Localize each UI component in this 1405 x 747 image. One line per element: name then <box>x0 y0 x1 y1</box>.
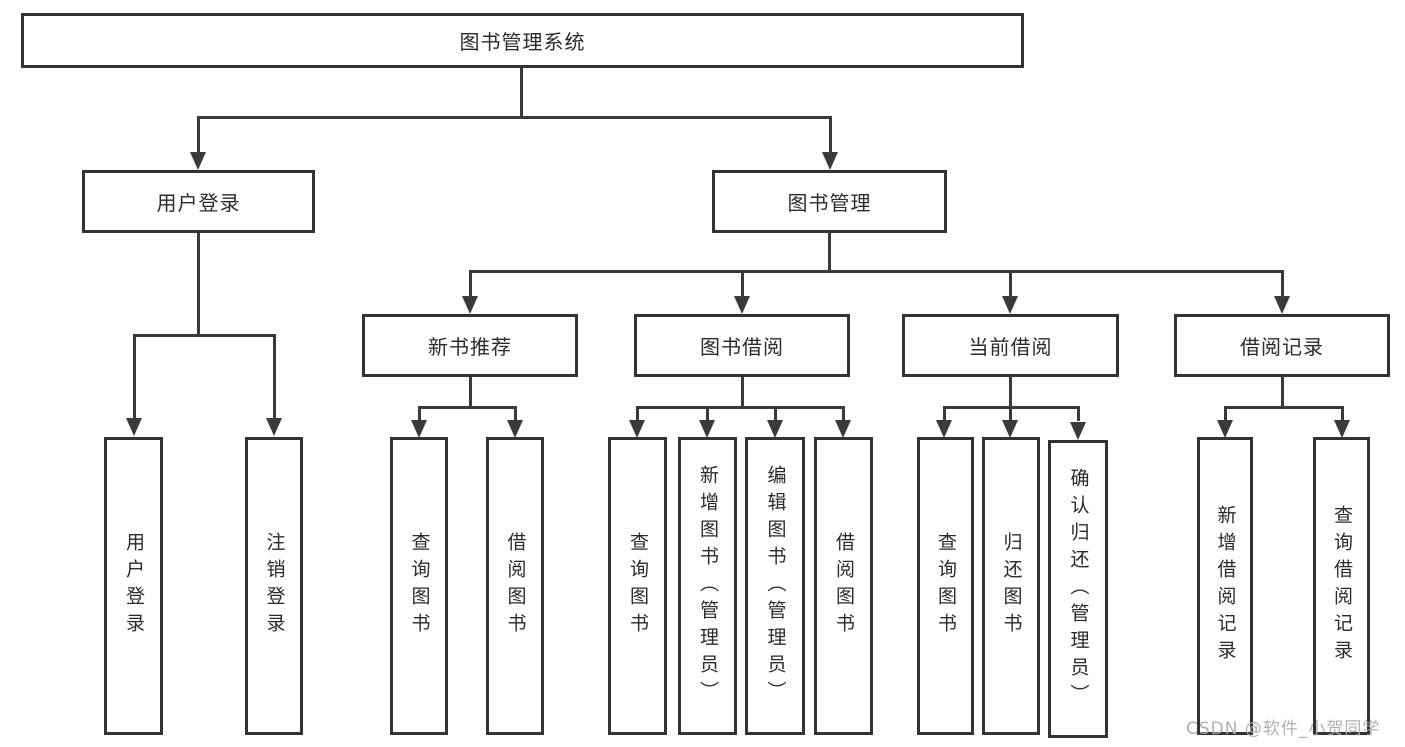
leaf-logout: 注销登录 <box>245 437 303 735</box>
node-borrow-records-label: 借阅记录 <box>1240 335 1324 359</box>
arrow-down-icon <box>767 420 783 438</box>
leaf-query-books-current: 查询图书 <box>917 437 974 735</box>
connector-line <box>1077 406 1080 421</box>
arrow-down-icon <box>1334 420 1350 438</box>
leaf-add-borrow-record: 新增借阅记录 <box>1197 437 1253 735</box>
node-root: 图书管理系统 <box>21 13 1024 68</box>
arrow-down-icon <box>699 420 715 438</box>
node-book-management-label: 图书管理 <box>787 191 872 215</box>
connector-line <box>197 233 200 335</box>
connector-line <box>741 270 744 297</box>
connector-line <box>273 334 276 419</box>
node-book-management: 图书管理 <box>712 170 947 233</box>
node-book-borrow-label: 图书借阅 <box>700 335 784 359</box>
arrow-down-icon <box>1002 420 1018 438</box>
csdn-watermark: CSDN @软件_小贺同学 <box>1186 719 1381 739</box>
leaf-query-books-borrow-label: 查询图书 <box>627 532 649 640</box>
arrow-down-icon <box>835 420 851 438</box>
connector-line <box>1281 270 1284 297</box>
connector-line <box>469 270 1283 273</box>
leaf-edit-book-admin-label: 编辑图书（管理员） <box>764 464 787 708</box>
connector-line <box>1009 270 1012 297</box>
arrow-down-icon <box>822 152 838 170</box>
arrow-down-icon <box>462 296 478 314</box>
arrow-down-icon <box>126 418 142 436</box>
connector-line <box>469 270 472 297</box>
node-user-login-label: 用户登录 <box>156 191 241 215</box>
arrow-down-icon <box>1070 422 1086 440</box>
connector-line <box>197 116 832 119</box>
node-book-borrow: 图书借阅 <box>634 314 850 377</box>
leaf-borrow-books-label: 借阅图书 <box>833 532 855 640</box>
connector-line <box>1281 377 1284 408</box>
node-borrow-records: 借阅记录 <box>1174 314 1390 377</box>
leaf-borrow-books-recommend: 借阅图书 <box>486 437 544 735</box>
leaf-query-books-borrow: 查询图书 <box>608 437 667 735</box>
node-user-login: 用户登录 <box>82 170 315 233</box>
arrow-down-icon <box>936 420 952 438</box>
connector-line <box>842 406 845 421</box>
connector-line <box>418 406 517 409</box>
connector-line <box>514 406 517 421</box>
arrow-down-icon <box>1002 296 1018 314</box>
connector-line <box>829 116 832 153</box>
arrow-down-icon <box>190 152 206 170</box>
connector-line <box>520 68 523 119</box>
connector-line <box>133 334 136 419</box>
arrow-down-icon <box>266 418 282 436</box>
connector-line <box>1341 406 1344 421</box>
leaf-query-borrow-record-label: 查询借阅记录 <box>1331 505 1353 667</box>
connector-line <box>469 377 472 408</box>
leaf-borrow-books-recommend-label: 借阅图书 <box>504 532 527 640</box>
connector-line <box>1009 377 1012 408</box>
leaf-return-books-label: 归还图书 <box>1000 532 1023 640</box>
leaf-user-login: 用户登录 <box>104 437 163 735</box>
connector-line <box>1224 406 1343 409</box>
connector-line <box>1009 406 1012 421</box>
connector-line <box>1224 406 1227 421</box>
leaf-logout-label: 注销登录 <box>263 532 286 640</box>
leaf-return-books: 归还图书 <box>982 437 1040 735</box>
leaf-query-books-recommend-label: 查询图书 <box>408 532 431 640</box>
arrow-down-icon <box>411 420 427 438</box>
leaf-add-book-admin: 新增图书（管理员） <box>678 437 737 735</box>
leaf-query-books-recommend: 查询图书 <box>390 437 448 735</box>
leaf-user-login-label: 用户登录 <box>123 532 145 640</box>
connector-line <box>706 406 709 421</box>
arrow-down-icon <box>507 420 523 438</box>
arrow-down-icon <box>1274 296 1290 314</box>
node-new-book-recommend: 新书推荐 <box>362 314 578 377</box>
connector-line <box>741 377 744 408</box>
leaf-add-book-admin-label: 新增图书（管理员） <box>697 464 719 708</box>
leaf-query-books-current-label: 查询图书 <box>935 532 957 640</box>
leaf-query-borrow-record: 查询借阅记录 <box>1313 437 1370 735</box>
connector-line <box>133 334 275 337</box>
arrow-down-icon <box>1217 420 1233 438</box>
leaf-add-borrow-record-label: 新增借阅记录 <box>1214 505 1237 667</box>
leaf-borrow-books: 借阅图书 <box>814 437 873 735</box>
leaf-confirm-return-admin: 确认归还（管理员） <box>1048 440 1108 738</box>
arrow-down-icon <box>629 420 645 438</box>
connector-line <box>636 406 639 421</box>
node-new-book-recommend-label: 新书推荐 <box>428 335 512 359</box>
connector-line <box>828 233 831 271</box>
connector-line <box>636 406 845 409</box>
connector-line <box>197 116 200 153</box>
node-current-borrow-label: 当前借阅 <box>968 335 1053 359</box>
node-root-label: 图书管理系统 <box>459 30 586 54</box>
arrow-down-icon <box>734 296 750 314</box>
connector-line <box>943 406 946 421</box>
connector-line <box>418 406 421 421</box>
node-current-borrow: 当前借阅 <box>902 314 1119 377</box>
connector-line <box>774 406 777 421</box>
leaf-edit-book-admin: 编辑图书（管理员） <box>745 437 805 735</box>
leaf-confirm-return-admin-label: 确认归还（管理员） <box>1067 467 1090 711</box>
